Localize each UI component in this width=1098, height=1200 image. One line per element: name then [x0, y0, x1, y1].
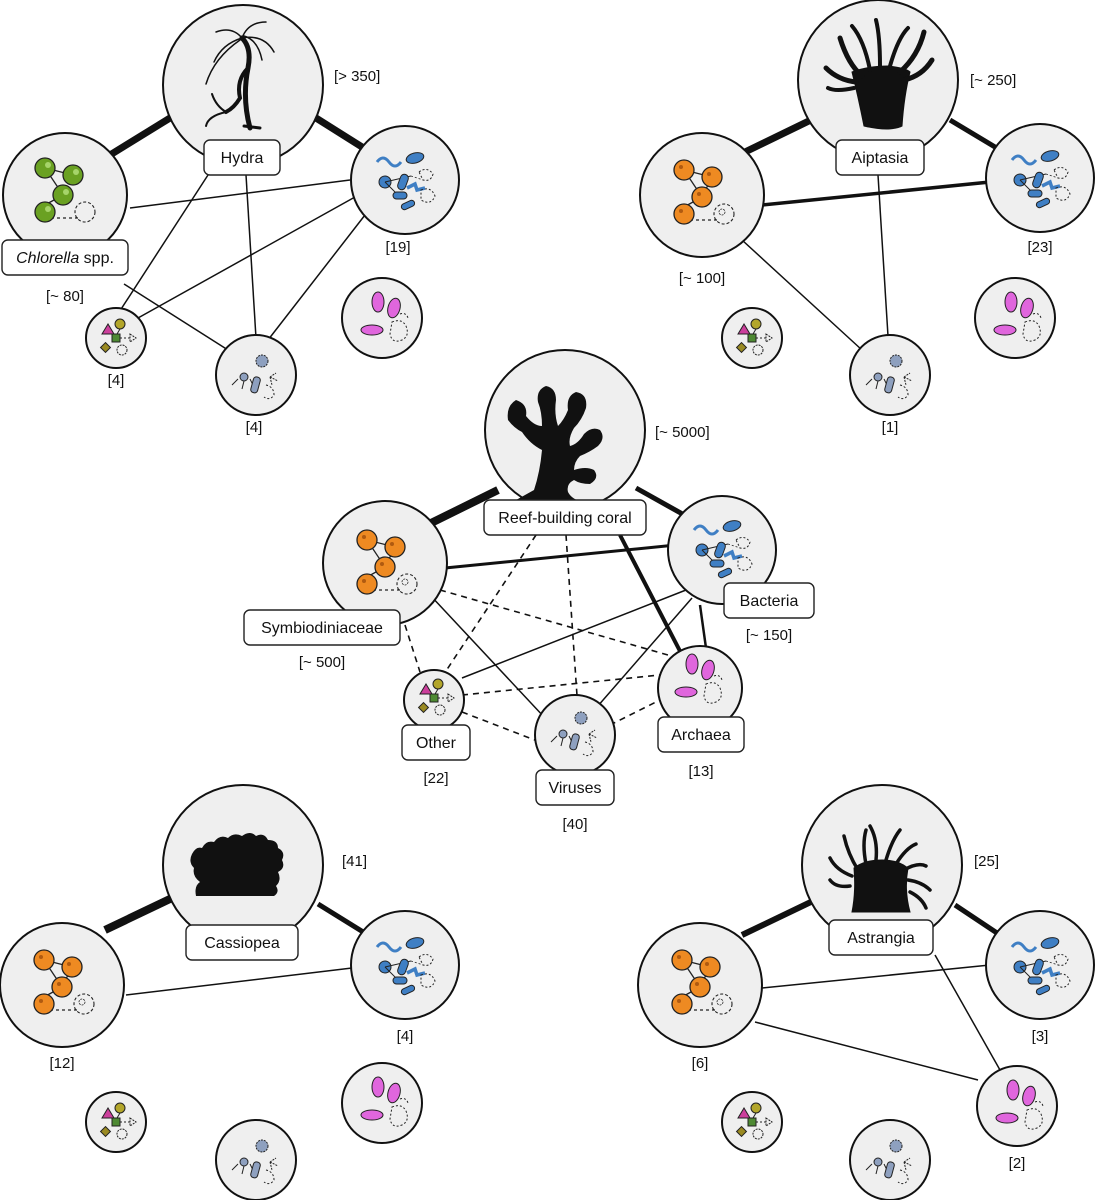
hydra-host-label: Hydra — [221, 150, 264, 167]
edges-aiptasia — [741, 114, 1002, 351]
coral-host-label-box: Reef-building coral — [483, 499, 647, 536]
edges-hydra — [108, 115, 372, 351]
cassiopea-host-label: Cassiopea — [204, 935, 280, 952]
aiptasia-host-label-box: Aiptasia — [835, 139, 925, 176]
aiptasia-bacteria-count: [23] — [1027, 239, 1052, 256]
coral-virus-label-box: Viruses — [535, 769, 615, 806]
hydra-polyp-icon — [205, 21, 275, 131]
coral-symbiont-label-box: Symbiodiniaceae — [243, 609, 401, 646]
astrangia-host-label-box: Astrangia — [828, 919, 934, 956]
aiptasia-archaea-node — [974, 277, 1056, 359]
edges-coral — [404, 485, 708, 743]
coral-virus-label: Viruses — [548, 780, 601, 797]
coral-host-count: [~ 5000] — [655, 424, 710, 441]
coral-bacteria-label: Bacteria — [740, 593, 799, 610]
hydra-chlorella-count: [~ 80] — [46, 288, 84, 305]
hydra-virus-count: [4] — [246, 419, 263, 436]
hydra-virus-node — [215, 334, 297, 416]
aiptasia-virus-count: [1] — [882, 419, 899, 436]
aiptasia-host-label: Aiptasia — [852, 150, 909, 167]
edges-cassiopea — [103, 894, 370, 996]
astrangia-polyp-icon — [828, 824, 932, 913]
panel-coral: Reef-building coral [~ 5000] Symbiodinia… — [243, 349, 815, 833]
coral-other-label: Other — [416, 735, 457, 752]
coral-colony-icon — [498, 386, 603, 510]
coral-symbiont-count: [~ 500] — [299, 654, 345, 671]
hydra-host-label-box: Hydra — [203, 139, 281, 176]
coral-archaea-label-box: Archaea — [657, 716, 745, 753]
panel-hydra: Hydra [> 350] Chlorella spp. [~ 80] [19]… — [1, 4, 460, 436]
hydra-archaea-node — [341, 277, 423, 359]
panel-cassiopea: Cassiopea [41] [12] [4] — [0, 784, 460, 1200]
coral-archaea-label: Archaea — [671, 727, 731, 744]
cassiopea-archaea-node — [341, 1062, 423, 1144]
coral-other-label-box: Other — [401, 724, 471, 761]
hydra-chlorella-label: Chlorella spp. — [16, 250, 114, 267]
aiptasia-host-count: [~ 250] — [970, 72, 1016, 89]
astrangia-host-label: Astrangia — [847, 930, 915, 947]
astrangia-archaea-node — [976, 1065, 1058, 1147]
aiptasia-anemone-icon — [823, 18, 935, 130]
astrangia-symbiont-count: [6] — [692, 1055, 709, 1072]
cassiopea-host-label-box: Cassiopea — [185, 924, 299, 961]
panel-astrangia: Astrangia [25] [6] [3] [2] — [637, 784, 1095, 1200]
hydra-chlorella-label-box: Chlorella spp. — [1, 239, 129, 276]
cassiopea-bacteria-count: [4] — [397, 1028, 414, 1045]
hydra-bacteria-count: [19] — [385, 239, 410, 256]
coral-virus-count: [40] — [562, 816, 587, 833]
coral-bacteria-count: [~ 150] — [746, 627, 792, 644]
coral-symbiont-label: Symbiodiniaceae — [261, 620, 383, 637]
astrangia-virus-node — [849, 1119, 931, 1200]
hydra-other-count: [4] — [108, 372, 125, 389]
cassiopea-host-count: [41] — [342, 853, 367, 870]
coral-other-count: [22] — [423, 770, 448, 787]
cassiopea-symbiont-count: [12] — [49, 1055, 74, 1072]
coral-host-label: Reef-building coral — [498, 510, 631, 527]
aiptasia-virus-node — [849, 334, 931, 416]
astrangia-bacteria-count: [3] — [1032, 1028, 1049, 1045]
astrangia-archaea-count: [2] — [1009, 1155, 1026, 1172]
cassiopea-jellyfish-icon — [190, 833, 284, 896]
coral-archaea-count: [13] — [688, 763, 713, 780]
panel-aiptasia: Aiptasia [~ 250] [~ 100] [23] [1] — [639, 0, 1095, 436]
hydra-host-count: [> 350] — [334, 68, 380, 85]
edges-astrangia — [740, 897, 1002, 1081]
astrangia-host-count: [25] — [974, 853, 999, 870]
aiptasia-symbiont-count: [~ 100] — [679, 270, 725, 287]
coral-bacteria-label-box: Bacteria — [723, 582, 815, 619]
cassiopea-virus-node — [215, 1119, 297, 1200]
